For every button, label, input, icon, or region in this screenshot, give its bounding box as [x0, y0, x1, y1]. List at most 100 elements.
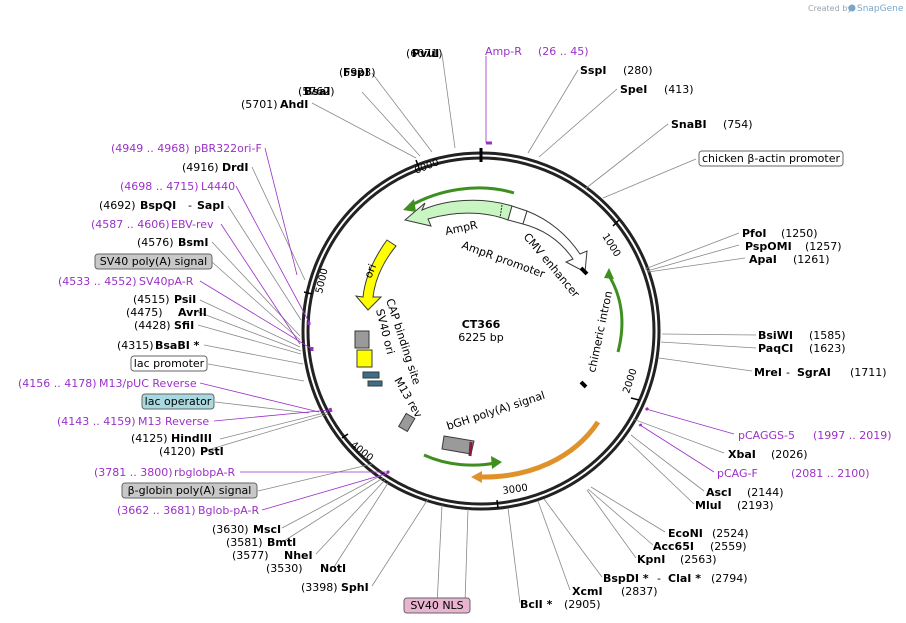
m13-rev-box[interactable]	[397, 412, 416, 433]
primer-name: Bglob-pA-R	[198, 504, 260, 517]
enzyme-right-name: ApaI	[749, 253, 777, 266]
enzyme-right-name: XbaI	[728, 448, 756, 461]
feature-label-box-bg	[121, 482, 258, 499]
left-enzyme-labels: (6071)PvuI(5923)FspI(5762)BsaI(5701)AhdI…	[99, 47, 443, 594]
enzyme-left-name: BspQI	[140, 199, 176, 212]
lac-promoter-feature[interactable]	[367, 380, 383, 387]
tick-marks	[303, 159, 640, 509]
cap-binding-site-box[interactable]	[354, 330, 370, 349]
feature-label-text: β-globin poly(A) signal	[128, 484, 252, 497]
enzyme-left-position: (3398)	[301, 581, 338, 594]
enzyme-right-name: BclI *	[520, 598, 553, 611]
feature-label-box[interactable]: SV40 NLS	[403, 597, 471, 614]
enzyme-left-position: (4125)	[131, 432, 168, 445]
enzyme-left-name: FspI	[343, 66, 369, 79]
feature-label-box[interactable]: SV40 poly(A) signal	[94, 253, 213, 270]
enzyme-right-name: PaqCI	[758, 342, 793, 355]
enzyme-left-name: BsmI	[178, 236, 209, 249]
right-enzyme-labels: SspI(280)SpeI(413)SnaBI(754)PfoI(1250)Ps…	[520, 64, 887, 611]
enzyme-left-name: HindIII	[171, 432, 212, 445]
primer-range: (2081 .. 2100)	[791, 467, 870, 480]
enzyme-left-position: (6071)	[406, 47, 443, 60]
enzyme-right-name: Acc65I	[653, 540, 694, 553]
enzyme-right-name: BspDI *	[603, 572, 649, 585]
enzyme-left-position: (5762)	[298, 85, 335, 98]
enzyme-left-position: (4120)	[159, 445, 196, 458]
enzyme-left-position: (3630)	[212, 523, 249, 536]
primer-name: M13 Reverse	[138, 415, 209, 428]
primer-range: (26 .. 45)	[538, 45, 589, 58]
enzyme-right-name: SpeI	[620, 83, 647, 96]
lac-operator-feature[interactable]	[362, 371, 380, 379]
enzyme-right-position: (754)	[723, 118, 753, 131]
feature-label-box[interactable]: β-globin poly(A) signal	[121, 482, 258, 499]
enzyme-left-name: AvrII	[178, 306, 207, 319]
primer-range: (3662 .. 3681)	[117, 504, 196, 517]
feature-label-box[interactable]: chicken β-actin promoter	[698, 150, 844, 167]
primer-name: pCAGGS-5	[738, 429, 795, 442]
feature-label-box-bg	[403, 597, 471, 614]
enzyme-right-position: (2563)	[680, 553, 717, 566]
tick-1000: 1000	[599, 232, 622, 259]
primer-name: pCAG-F	[717, 467, 758, 480]
feature-label-box[interactable]: lac operator	[141, 393, 215, 410]
enzyme-left-name: SfiI	[174, 319, 194, 332]
primer-name: EBV-rev	[171, 218, 214, 231]
enzyme-right-name: MluI	[695, 499, 722, 512]
enzyme-right-position: (2026)	[771, 448, 808, 461]
intron-green-arc-head	[604, 268, 614, 279]
primer-range: (1997 .. 2019)	[813, 429, 892, 442]
enzyme-left-name: PsiI	[174, 293, 196, 306]
primer-range: (4156 .. 4178)	[18, 377, 97, 390]
intron-green-arc	[606, 273, 624, 353]
snapgene-credit: Created by SnapGene	[808, 4, 904, 14]
primer-range: (4949 .. 4968)	[111, 142, 190, 155]
enzyme-separator: -	[188, 199, 192, 212]
intron-end-marker	[579, 380, 588, 389]
primer-range: (4533 .. 4552)	[58, 275, 137, 288]
feature-label-box[interactable]: lac promoter	[130, 355, 208, 372]
sv40-ori-box[interactable]	[356, 349, 373, 368]
enzyme-right-position: (1250)	[781, 227, 818, 240]
enzyme-right-position: (2794)	[711, 572, 748, 585]
enzyme-right-position: (1257)	[805, 240, 842, 253]
enzyme-right-name: PfoI	[742, 227, 767, 240]
enzyme-left-position: (5923)	[339, 66, 376, 79]
enzyme-right-name: BsiWI	[758, 329, 793, 342]
enzyme-left-position: (3581)	[226, 536, 263, 549]
feature-label-box-bg	[130, 355, 208, 372]
credit-brand: SnapGene	[857, 4, 904, 14]
ori-arrow[interactable]	[354, 239, 397, 311]
credit-prefix: Created by	[808, 4, 852, 13]
plasmid-size: 6225 bp	[458, 331, 503, 344]
cmv-end-marker	[579, 266, 589, 276]
enzyme-left-position: (5701)	[241, 98, 278, 111]
primer-name: L4440	[201, 180, 235, 193]
ampr-label: AmpR	[444, 218, 479, 238]
bgh-green-arc	[423, 453, 496, 467]
enzyme-right-position: (413)	[664, 83, 694, 96]
enzyme-separator: -	[657, 572, 661, 585]
orange-feature-arc-head	[471, 471, 482, 483]
enzyme-right-name: SspI	[580, 64, 606, 77]
primer-name: M13/pUC Reverse	[99, 377, 197, 390]
enzyme-left-name: PstI	[200, 445, 224, 458]
enzyme-left-name: PvuI	[412, 47, 439, 60]
tick-5000: 5000	[314, 267, 330, 294]
enzyme-left-name: NotI	[320, 562, 346, 575]
enzyme-right-position: (1585)	[809, 329, 846, 342]
orange-feature-arc[interactable]	[479, 420, 601, 480]
feature-label-text: chicken β-actin promoter	[702, 152, 840, 165]
enzyme-left-name: DrdI	[222, 161, 249, 174]
feature-label-box-bg	[698, 150, 844, 167]
feature-label-text: lac promoter	[134, 357, 205, 370]
enzyme-right-name: MreI	[754, 366, 782, 379]
bgh-polya-label: bGH poly(A) signal	[445, 389, 547, 433]
enzyme-right-position: (2837)	[621, 585, 658, 598]
enzyme-right-name: SnaBI	[671, 118, 707, 131]
plasmid-name: CT366	[462, 318, 501, 331]
ampr-arrow[interactable]	[403, 199, 513, 227]
enzyme-right-name: EcoNI	[668, 527, 703, 540]
